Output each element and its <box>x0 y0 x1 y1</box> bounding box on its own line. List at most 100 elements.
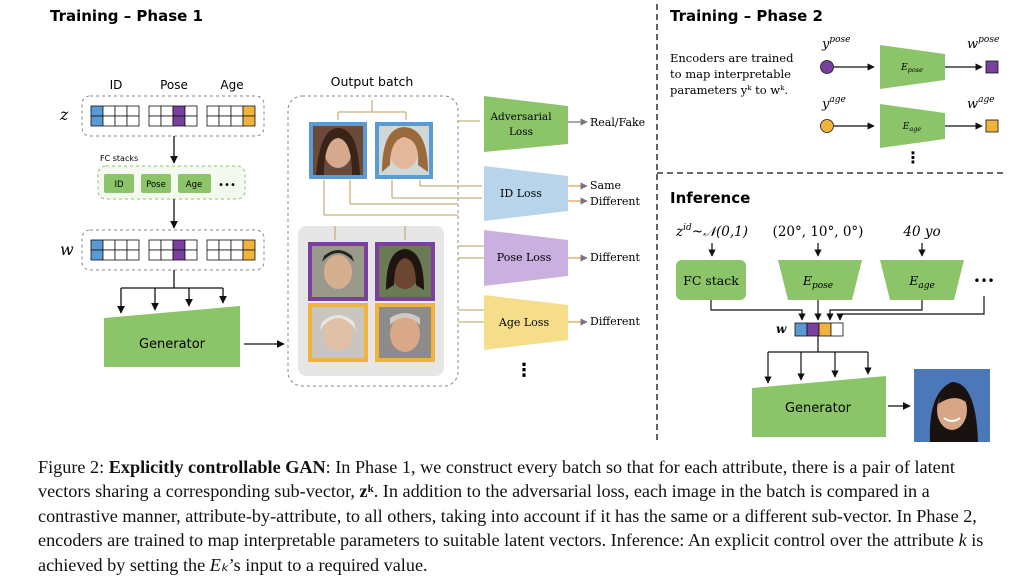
caption-zk: zᵏ <box>359 481 374 502</box>
vector-cell <box>126 249 140 261</box>
vector-cell <box>184 105 198 117</box>
vector-cell <box>102 105 116 117</box>
fc-stacks-label: FC stacks <box>100 154 138 163</box>
inference-w-connectors <box>710 296 985 321</box>
vector-cell <box>242 105 256 117</box>
generator-inference-label: Generator <box>785 401 852 416</box>
w-vector <box>90 239 256 261</box>
face-bottom-1 <box>308 242 368 301</box>
vector-cell <box>90 249 104 261</box>
fc-item-age: Age <box>186 180 202 190</box>
fc-block-age <box>178 174 211 193</box>
vector-cell <box>90 115 104 127</box>
face-bottom-3 <box>308 303 368 362</box>
vector-cell <box>148 239 162 251</box>
vector-cell <box>126 239 140 251</box>
vector-cell <box>230 239 244 251</box>
col-label-age: Age <box>220 78 243 92</box>
output-batch-label: Output batch <box>331 74 414 89</box>
id-output-same: Same <box>590 179 621 192</box>
inference-encoder-pose <box>778 260 862 300</box>
vector-cell <box>206 115 220 127</box>
phase2-text-3: parameters yᵏ to wᵏ. <box>670 83 788 97</box>
phase2-y-age-label: yage <box>821 95 846 112</box>
fc-item-more: ••• <box>218 180 236 191</box>
loss-pose-label: Pose Loss <box>497 251 552 264</box>
pose-output: Different <box>590 251 641 264</box>
age-output: Different <box>590 315 641 328</box>
vector-cell <box>102 239 116 251</box>
inference-w-generator-arrows <box>764 336 872 384</box>
vector-cell <box>218 249 232 261</box>
fc-item-id: ID <box>114 180 124 190</box>
vector-cell <box>172 115 186 127</box>
vector-cell <box>126 105 140 117</box>
generator-phase1-label: Generator <box>139 337 206 352</box>
w-label: w <box>60 240 74 259</box>
vector-cell <box>160 115 174 127</box>
z-label: z <box>59 105 69 124</box>
col-label-id: ID <box>110 78 123 92</box>
fc-item-pose: Pose <box>146 180 166 190</box>
caption-k: k <box>958 530 967 551</box>
vector-cell <box>148 249 162 261</box>
inference-input-pose: (20°, 10°, 0°) <box>773 224 864 240</box>
inference-output-face <box>914 369 990 442</box>
vector-cell <box>242 239 256 251</box>
inference-encoder-age <box>880 260 964 300</box>
phase2-w-age-node <box>985 119 999 133</box>
vector-cell <box>102 249 116 261</box>
vector-cell <box>126 115 140 127</box>
generator-phase1 <box>104 306 240 367</box>
phase2-text-2: to map interpretable <box>670 67 791 81</box>
loss-adversarial-label-line2: Loss <box>509 126 533 138</box>
vector-cell <box>242 115 256 127</box>
phase2-y-pose-node <box>820 60 834 74</box>
id-output-different: Different <box>590 195 641 208</box>
caption-part1: : In Phase 1, we construct every batch s… <box>38 457 955 502</box>
vector-cell <box>206 239 220 251</box>
inference-w-vector <box>794 322 844 337</box>
caption-ek: Eₖ <box>209 554 229 575</box>
phase2-w-pose-node <box>985 60 999 74</box>
vector-cell <box>206 105 220 117</box>
vector-cell <box>230 249 244 261</box>
phase2-encoder-pose-label: Epose <box>900 63 923 74</box>
loss-age-label: Age Loss <box>498 316 550 329</box>
phase2-y-pose-label: ypose <box>821 35 850 52</box>
caption-part3: is achieved by setting the <box>38 530 984 575</box>
loss-id-label: ID Loss <box>500 187 542 200</box>
inference-fc-stack-label: FC stack <box>683 273 739 288</box>
face-top-left <box>309 122 367 179</box>
figure-caption: Figure 2: Explicitly controllable GAN: I… <box>38 455 998 577</box>
phase2-encoder-age-label: Eage <box>902 122 922 133</box>
vector-cell <box>172 105 186 117</box>
vector-cell <box>90 239 104 251</box>
inference-encoder-age-label: Eage <box>908 273 935 291</box>
loss-adversarial: Adversarial Loss <box>484 96 568 152</box>
vector-cell <box>148 115 162 127</box>
generator-inference <box>752 376 886 437</box>
vector-cell <box>218 105 232 117</box>
fc-block-id <box>104 174 134 193</box>
loss-more-dots: ⋮ <box>515 360 533 381</box>
face-top-right <box>375 122 433 179</box>
caption-bold-title: Explicitly controllable GAN <box>108 457 326 477</box>
vector-cell <box>230 105 244 117</box>
loss-id: ID Loss <box>484 166 568 221</box>
figure-canvas: Training – Phase 1 ID Pose Age z FC stac… <box>50 4 1006 442</box>
vector-cell <box>218 115 232 127</box>
output-batch-frame <box>287 95 459 387</box>
inference-fc-stack <box>676 260 746 300</box>
inference-encoder-pose-label: Epose <box>802 273 833 291</box>
vector-cell <box>172 239 186 251</box>
vector-cell <box>206 249 220 261</box>
vector-cell <box>114 115 128 127</box>
vector-cell <box>102 115 116 127</box>
z-vector <box>90 105 256 127</box>
inference-input-age: 40 yo <box>902 224 940 240</box>
vector-cell <box>114 239 128 251</box>
inference-more-dots: ••• <box>973 274 994 288</box>
phase1-title: Training – Phase 1 <box>50 7 203 25</box>
phase2-y-age-node <box>820 119 834 133</box>
